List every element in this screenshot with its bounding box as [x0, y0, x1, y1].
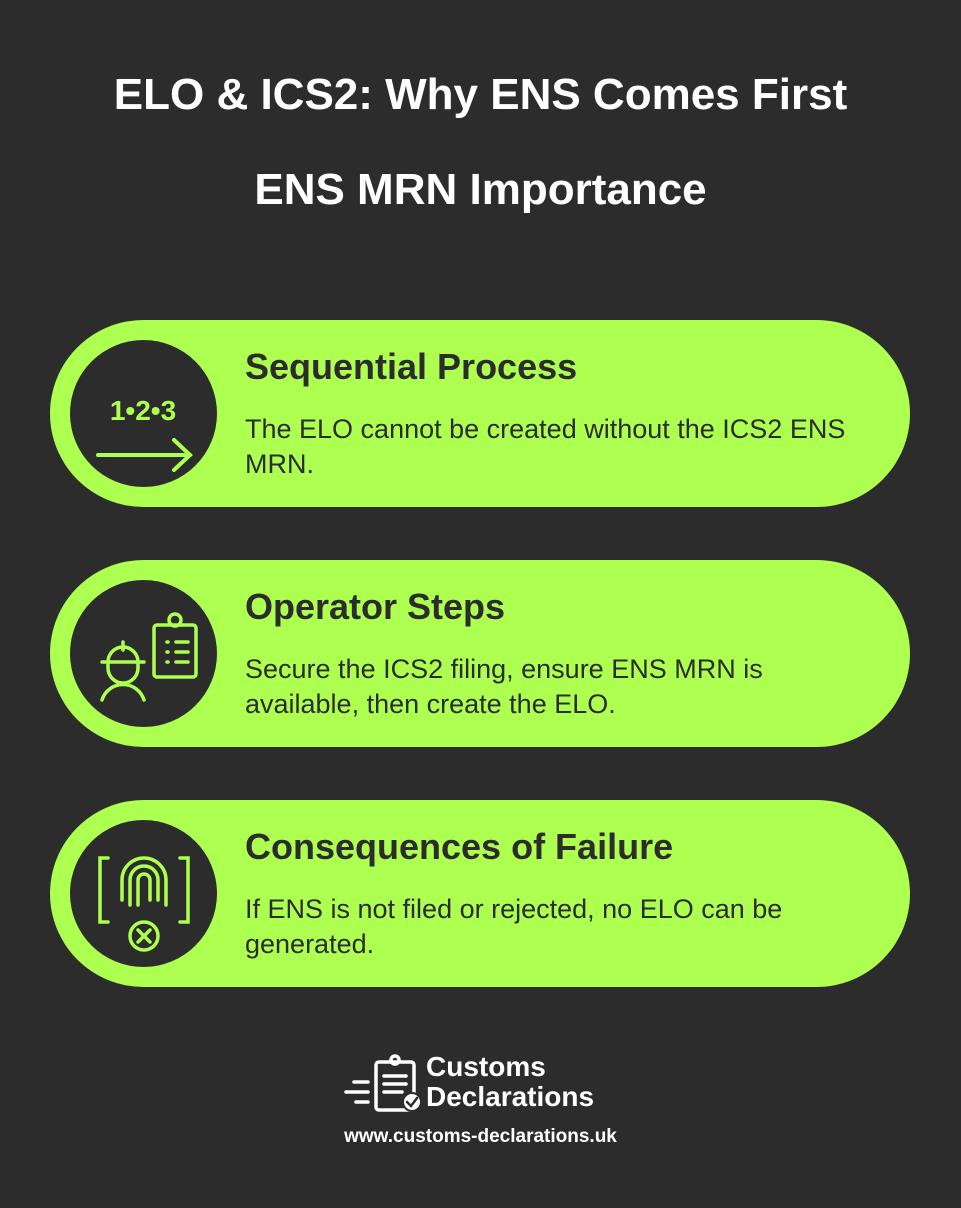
- fingerprint-rejected-icon: [70, 820, 217, 967]
- card-body: If ENS is not filed or rejected, no ELO …: [245, 894, 783, 959]
- card-heading: Consequences of Failure: [245, 826, 674, 867]
- main-title: ELO & ICS2: Why ENS Comes First: [113, 70, 848, 119]
- sequence-123-arrow-icon: 1•2•3: [70, 340, 217, 487]
- card-body: The ELO cannot be created without the IC…: [245, 414, 846, 479]
- card-operator-steps: Operator Steps Secure the ICS2 filing, e…: [50, 560, 910, 747]
- card-heading: Operator Steps: [245, 586, 506, 627]
- card-heading: Sequential Process: [245, 346, 578, 387]
- brand-logo: Customs Declarations: [340, 1052, 620, 1118]
- subtitle: ENS MRN Importance: [254, 165, 707, 214]
- card-sequential-process: 1•2•3 Sequential Process The ELO cannot …: [50, 320, 910, 507]
- brand-line-2: Declarations: [426, 1081, 595, 1112]
- worker-clipboard-icon: [70, 580, 217, 727]
- card-body: Secure the ICS2 filing, ensure ENS MRN i…: [245, 654, 763, 719]
- brand-line-1: Customs: [426, 1051, 546, 1082]
- svg-text:1•2•3: 1•2•3: [110, 395, 176, 426]
- card-consequences-of-failure: Consequences of Failure If ENS is not fi…: [50, 800, 910, 987]
- clipboard-check-icon: [344, 1054, 422, 1112]
- website-url: www.customs-declarations.uk: [344, 1126, 617, 1147]
- brand-name: Customs Declarations: [426, 1052, 594, 1112]
